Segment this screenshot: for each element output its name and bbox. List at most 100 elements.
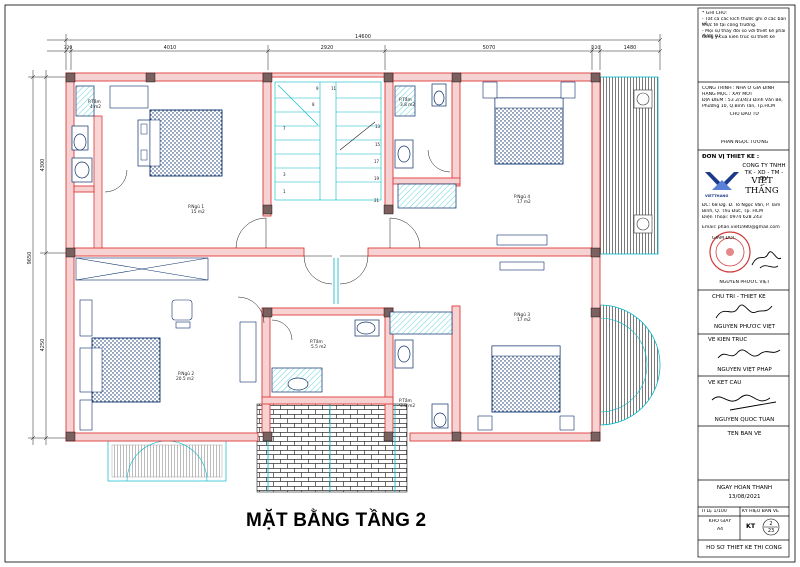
bed-room-1 (137, 109, 223, 177)
stair-no-19: 19 (374, 176, 380, 181)
company-address-2: Bình, Q. Thủ Đức, Tp. HCM (702, 209, 763, 214)
room-area-bath-tr: 3.8 m2 (400, 102, 415, 108)
desk-chair-room-2 (171, 299, 257, 383)
stair-no-3: 3 (283, 172, 286, 177)
room-area-bed-2: 20.5 m2 (176, 376, 194, 382)
company-address-1: ĐC: 68 Đg. Đ. Tô Ngọc Vân, P. Tam (702, 203, 781, 208)
signature-arch (717, 349, 781, 359)
room-area-bath-cr: 3.8 m2 (400, 403, 415, 409)
door-leaves (333, 258, 339, 304)
room-area-bed-3: 17 m2 (517, 317, 531, 323)
signature-director (751, 251, 782, 269)
director-name: NGUYỄN PHƯỚC VIỆT (719, 280, 770, 285)
title-block-frame (697, 7, 790, 558)
signature-chief (715, 304, 773, 319)
completion-label: NGÀY HOÀN THÀNH (716, 485, 773, 491)
bath-fixtures-top-left (71, 85, 95, 183)
company-logo: VIETTHANG (705, 172, 739, 198)
footer-label: HỒ SƠ THIẾT KẾ THI CÔNG (706, 545, 782, 551)
room-label-bed-2: P.Ngủ 2 (178, 370, 194, 377)
sheet-number-circle (762, 518, 780, 536)
struct-name: NGUYỄN QUỐC TUẤN (714, 417, 775, 423)
scale-label: TỈ LỆ 1/100 (701, 509, 727, 514)
notes-heading: * GHI CHÚ: (702, 11, 728, 16)
chief-label: CHỦ TRÌ - THIẾT KẾ (712, 294, 766, 300)
room-area-bath-c: 5.5 m2 (311, 344, 326, 350)
balcony-front-left (107, 440, 227, 482)
wardrobe-room-2 (75, 257, 209, 281)
dim-top-seg-3: 2920 (321, 45, 334, 51)
stair-no-1: 1 (283, 189, 286, 194)
struct-label: VẼ KẾT CẤU (708, 380, 742, 386)
dim-top-seg-2: 4010 (164, 45, 177, 51)
designer-label: ĐƠN VỊ THIẾT KẾ : (702, 154, 760, 160)
paper-label: KHỔ GIẤY (708, 519, 732, 524)
sheet-number: 2 (769, 521, 772, 527)
signature-struct (711, 394, 777, 411)
notes-line-2: thực tế tại công trường. (702, 23, 757, 28)
director-label: GIÁM ĐỐC (712, 236, 736, 241)
room-label-bed-3: P.Ngủ 3 (514, 311, 530, 318)
project-line-2: HẠNG MỤC : XÂY MỚI (702, 92, 752, 97)
company-stamp (709, 231, 751, 273)
dim-left-total: 9650 (27, 252, 33, 265)
company-phone: Điện Thoại: 0974 628 243 (702, 215, 762, 220)
room-label-bath-tl: P.Tắm (88, 98, 101, 105)
chief-name: NGUYỄN PHƯỚC VIỆT (713, 324, 776, 330)
dim-top-seg-5: 220 (592, 45, 601, 51)
arch-label: VẼ KIẾN TRÚC (708, 337, 748, 343)
room-label-bath-c: P.Tắm (310, 338, 323, 345)
sheet-total: 23 (768, 528, 774, 534)
dim-left-seg-1: 4300 (40, 159, 46, 172)
completion-date: 13/08/2021 (728, 494, 761, 500)
bath-fixtures-top-right (394, 83, 457, 209)
balcony-right-top (599, 76, 659, 255)
room-area-bed-1: 15 m2 (191, 209, 205, 215)
room-label-bath-tr: P.Tắm (399, 96, 412, 103)
room-area-bed-4: 17 m2 (517, 199, 531, 205)
stair-no-9: 9 (316, 86, 319, 91)
stair-no-17: 17 (374, 159, 380, 164)
company-line-2: TK - XD - TM - DV (744, 170, 784, 183)
company-logo-text: VIETTHANG (705, 194, 728, 198)
wardrobe-room-1 (109, 85, 149, 109)
project-line-1: CÔNG TRÌNH : NHÀ Ở GIA ĐÌNH (702, 86, 775, 91)
bed-room-3 (477, 345, 575, 431)
desk-room-4 (496, 234, 548, 271)
dim-top-total: 14600 (355, 34, 371, 40)
bed-room-2 (79, 299, 161, 431)
structural-columns (65, 72, 601, 442)
drawing-code: KT (746, 523, 756, 530)
stair-no-13: 13 (375, 124, 381, 129)
code-label: KÝ HIỆU BẢN VẼ (742, 509, 779, 514)
project-line-4: Phường 10, Q.Bình Tân, Tp.HCM (702, 104, 775, 109)
owner-name: PHAN NGỌC TƯỜNG (720, 140, 769, 145)
sheet-frame (4, 4, 796, 563)
dimension-left (28, 70, 68, 445)
balcony-round-right (599, 304, 661, 426)
dim-top-seg-6: 1480 (624, 45, 637, 51)
company-brand: VIỆT THẮNG (745, 177, 779, 196)
room-area-bath-tl: 4 m2 (90, 104, 101, 110)
dim-top-seg-1: 320 (64, 45, 73, 51)
drawing-name-label: TÊN BẢN VẼ (727, 431, 762, 437)
notes-line-4: đồng ý của kiến trúc sư thiết kế (702, 35, 775, 40)
dim-left-seg-2: 4250 (40, 339, 46, 352)
room-label-bath-cr: P.Tắm (399, 397, 412, 404)
plan-title: MẶT BẰNG TẦNG 2 (246, 510, 427, 531)
project-line-5: CHỦ ĐẦU TƯ (729, 112, 760, 117)
project-line-3: ĐỊA ĐIỂM : 53 2/3/4/3 Đinh Văn Bé, (702, 98, 783, 103)
stair-no-11: 11 (331, 86, 337, 91)
bath-fixtures-bottom-right (389, 311, 453, 429)
stair-numbers: 9 11 8 13 7 15 3 17 1 19 21 (283, 86, 381, 203)
notes-line-3: - Mọi sự thay đổi so với thiết kế phải đ… (702, 29, 786, 40)
dim-top-seg-4: 5070 (483, 45, 496, 51)
staircase (274, 81, 382, 201)
stair-no-15: 15 (375, 142, 381, 147)
stair-no-7: 7 (283, 126, 286, 131)
room-label-bed-4: P.Ngủ 4 (514, 193, 530, 200)
stair-no-8: 8 (312, 102, 315, 107)
arch-name: NGUYỄN VIỆT PHÁP (717, 367, 772, 373)
company-line-1: CÔNG TY TNHH (742, 163, 786, 169)
